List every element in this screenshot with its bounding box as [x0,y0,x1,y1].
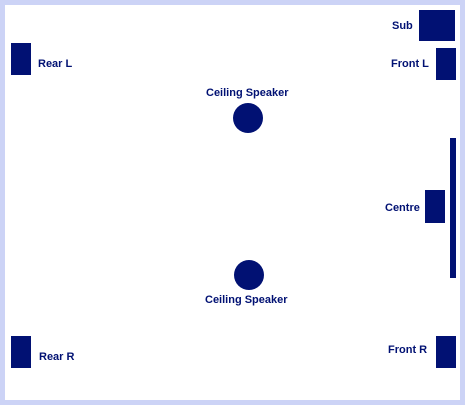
front-left-label: Front L [391,58,429,70]
rear-right-speaker [11,336,31,368]
room-area [5,5,460,400]
subwoofer-label: Sub [392,20,413,32]
screen-bar [450,138,456,278]
ceiling-speaker-bottom-label: Ceiling Speaker [205,294,288,306]
front-right-speaker [436,336,456,368]
subwoofer-speaker [419,10,455,41]
rear-left-label: Rear L [38,58,73,70]
front-left-speaker [436,48,456,80]
rear-left-speaker [11,43,31,75]
centre-speaker [425,190,445,223]
ceiling-speaker-bottom [234,260,264,290]
ceiling-speaker-top-label: Ceiling Speaker [206,87,289,99]
rear-right-label: Rear R [39,351,75,363]
ceiling-speaker-top [233,103,263,133]
front-right-label: Front R [388,344,428,356]
centre-label: Centre [385,202,420,214]
